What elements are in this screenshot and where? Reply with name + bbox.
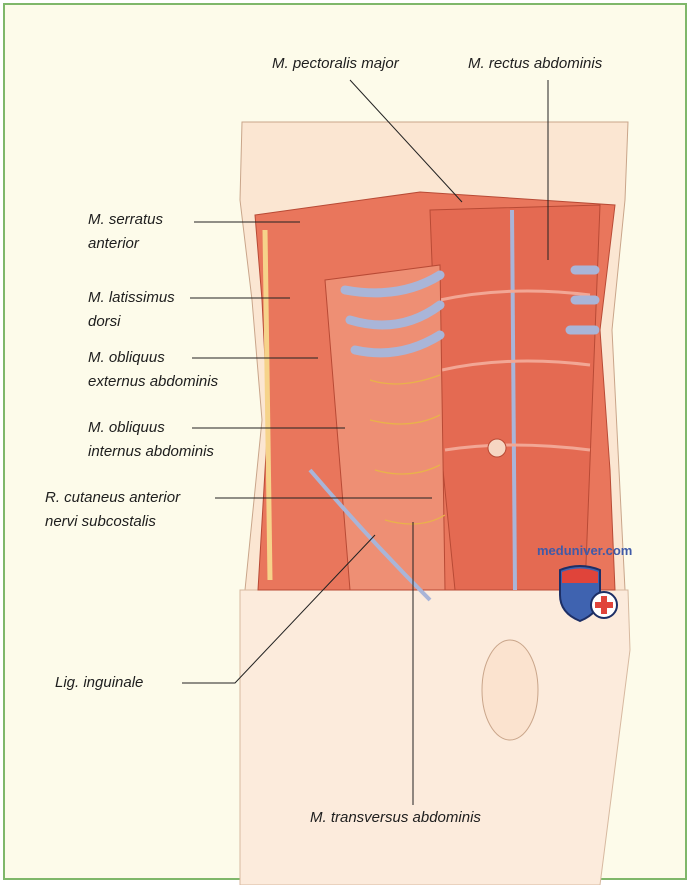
umbilicus — [487, 438, 507, 458]
label-rectus-abdominis: M. rectus abdominis — [468, 55, 603, 72]
label-obliquus-externus-line1: M. obliquus — [88, 349, 165, 366]
label-transversus-abdominis: M. transversus abdominis — [310, 809, 481, 826]
ribs — [340, 265, 600, 358]
nerves — [369, 374, 446, 525]
pelvis-skin — [239, 589, 631, 885]
label-obliquus-internus-line2: internus abdominis — [88, 443, 214, 460]
tendinous-intersections — [439, 289, 591, 452]
leader-lines — [182, 79, 549, 805]
watermark-text: meduniver.com — [537, 543, 633, 558]
label-obliquus-externus-line2: externus abdominis — [88, 373, 219, 390]
label-serratus-line1: M. serratus — [88, 211, 164, 228]
label-lig-inguinale: Lig. inguinale — [55, 674, 144, 691]
label-latissimus-line1: M. latissimus — [88, 289, 175, 306]
label-cutaneus-line2: nervi subcostalis — [45, 513, 156, 530]
meduniver-logo — [559, 565, 618, 623]
latissimus-edge — [262, 229, 273, 581]
linea-alba — [510, 209, 517, 591]
label-serratus-line2: anterior — [88, 235, 139, 252]
genitals — [481, 639, 539, 741]
label-latissimus-line2: dorsi — [88, 313, 121, 330]
label-obliquus-internus-line1: M. obliquus — [88, 419, 165, 436]
label-cutaneus-line1: R. cutaneus anterior — [45, 489, 181, 506]
inguinal-ligament — [308, 468, 432, 602]
label-pectoralis-major: M. pectoralis major — [272, 55, 399, 72]
